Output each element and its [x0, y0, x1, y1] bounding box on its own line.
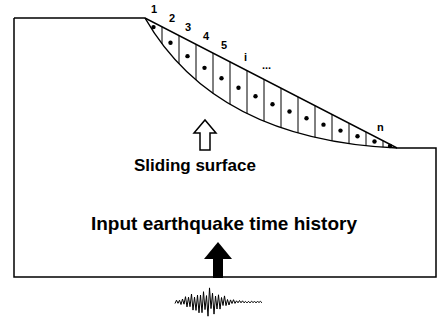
sliding-surface-curve — [145, 18, 397, 148]
slice-line — [349, 123, 350, 143]
slice-line — [298, 97, 299, 133]
callout-number: n — [377, 122, 384, 133]
slice-line — [383, 141, 384, 147]
slice-line — [162, 27, 163, 44]
slice-line — [366, 132, 367, 146]
slice-line — [247, 71, 248, 114]
ground-outline — [14, 18, 436, 277]
slice-centroid — [321, 122, 325, 126]
slice-centroid — [372, 139, 376, 143]
slice-centroid — [151, 25, 155, 29]
caption-label: Input earthquake time history — [91, 214, 357, 233]
slice-line — [196, 44, 197, 80]
callout-number: ... — [262, 60, 271, 71]
slice-lines — [151, 25, 392, 148]
slice-centroid — [202, 66, 206, 70]
slice-centroid — [253, 94, 257, 98]
seismogram — [175, 288, 262, 316]
slice-line — [213, 53, 214, 93]
callout-number: i — [244, 52, 247, 63]
input-arrow-shaft — [213, 258, 223, 278]
slice-centroid — [304, 116, 308, 120]
callout-number: 1 — [151, 4, 157, 15]
slice-line — [281, 88, 282, 127]
callout-number: 3 — [185, 22, 191, 33]
slice-centroid — [388, 144, 392, 148]
slice-centroid — [287, 109, 291, 113]
slice-centroid — [338, 128, 342, 132]
slice-centroid — [219, 76, 223, 80]
slice-line — [230, 62, 231, 104]
slice-line — [264, 79, 265, 121]
slice-centroid — [236, 85, 240, 89]
slice-line — [332, 114, 333, 140]
hollow-arrow — [194, 120, 216, 150]
slice-centroid — [168, 41, 172, 45]
caption-label: Sliding surface — [134, 157, 256, 174]
callout-number: 5 — [221, 40, 227, 51]
slice-line — [315, 106, 316, 138]
slice-line — [179, 36, 180, 64]
slice-centroid — [270, 102, 274, 106]
callout-number: 4 — [203, 31, 209, 42]
input-arrow-head — [204, 242, 232, 259]
slice-centroid — [185, 54, 189, 58]
callout-number: 2 — [169, 13, 175, 24]
slice-centroid — [355, 134, 359, 138]
